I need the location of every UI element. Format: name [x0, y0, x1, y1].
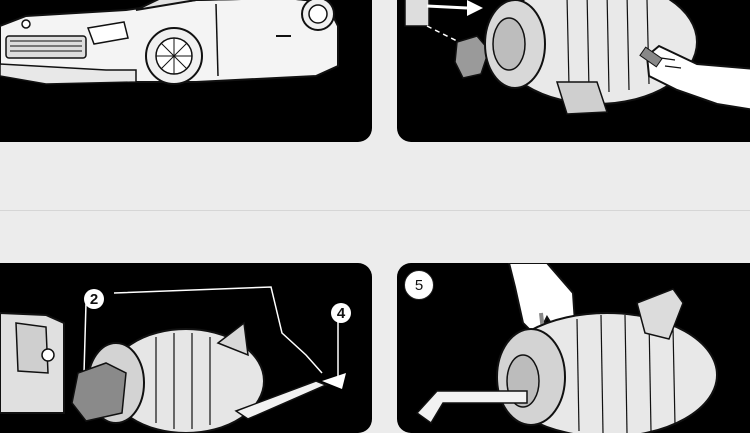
panel-install: 2 4	[0, 263, 372, 433]
callout-2: 2	[84, 289, 104, 309]
step-number-badge: 5	[404, 270, 434, 300]
car-illustration	[0, 0, 339, 85]
panel-car	[0, 0, 372, 142]
panel-final: 5	[397, 263, 750, 433]
arrow-icon	[426, 0, 483, 16]
wrench-illustration	[639, 46, 663, 68]
alternator-illustration	[0, 286, 346, 433]
panel-removal	[397, 0, 750, 142]
callout-4: 4	[331, 303, 351, 323]
section-divider	[0, 210, 750, 211]
alternator-illustration	[404, 0, 750, 115]
hand-illustration	[645, 44, 750, 111]
alternator-illustration	[415, 263, 718, 433]
arrow-icon	[322, 373, 346, 389]
